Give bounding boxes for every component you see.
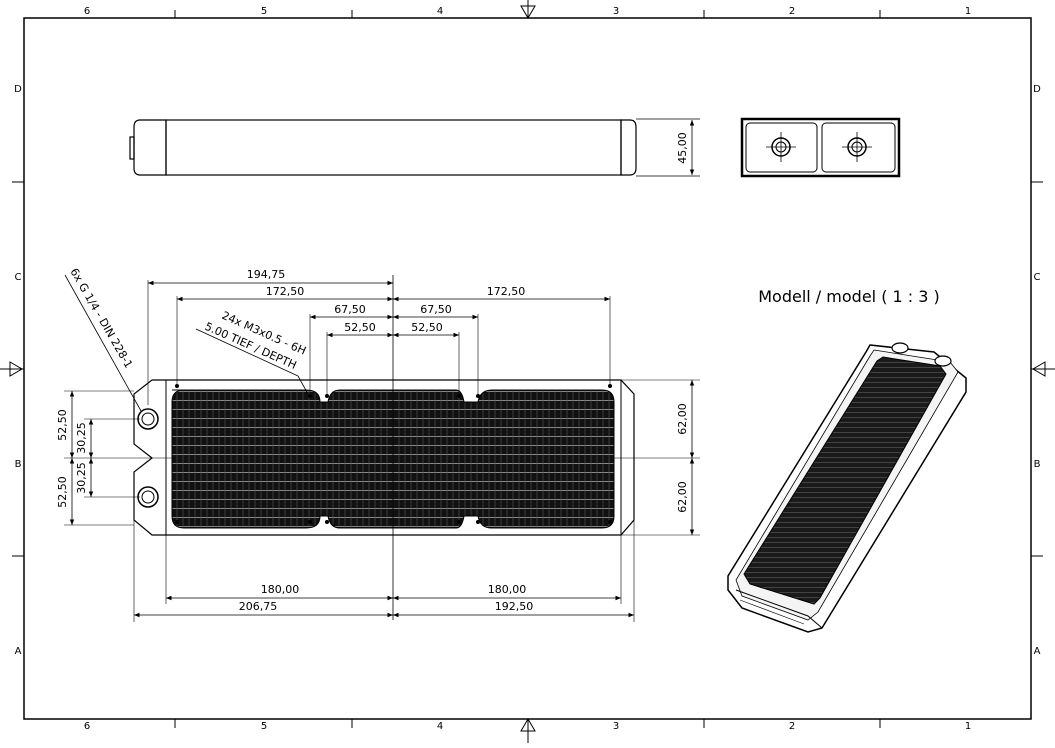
dimension-lines — [69, 280, 695, 618]
dim-height-45: 45,00 — [676, 132, 689, 164]
model-label: Modell / model ( 1 : 3 ) — [758, 287, 940, 306]
dim-172-50-left: 172,50 — [266, 285, 305, 298]
row-label-b: B — [15, 459, 22, 470]
column-label-4: 4 — [437, 6, 443, 17]
dim-52-50-left: 52,50 — [344, 321, 376, 334]
leader-lines — [64, 274, 309, 412]
note-port-thread: 6x G 1/4 - DIN 228-1 — [67, 266, 135, 370]
column-label-5: 5 — [261, 6, 267, 17]
front-view — [64, 275, 700, 622]
dim-52-50-lower: 52,50 — [56, 476, 69, 508]
column-label-2: 2 — [789, 6, 795, 17]
row-label-a: A — [15, 646, 22, 657]
dim-180-right: 180,00 — [488, 583, 527, 596]
dim-180-left: 180,00 — [261, 583, 300, 596]
row-label-b-right: B — [1034, 459, 1041, 470]
column-label-2-bottom: 2 — [789, 721, 795, 732]
dim-30-25-upper: 30,25 — [75, 422, 88, 454]
dim-52-50-upper: 52,50 — [56, 409, 69, 441]
dim-172-50-right: 172,50 — [487, 285, 526, 298]
dim-52-50-right: 52,50 — [411, 321, 443, 334]
column-label-6: 6 — [84, 6, 90, 17]
top-view — [129, 118, 700, 177]
column-label-1: 1 — [965, 6, 971, 17]
isometric-model — [727, 342, 967, 633]
row-label-c: C — [15, 272, 22, 283]
row-label-a-right: A — [1034, 646, 1041, 657]
dim-62-top: 62,00 — [676, 403, 689, 435]
row-label-d: D — [14, 84, 22, 95]
dim-62-bottom: 62,00 — [676, 481, 689, 513]
dim-192-50: 192,50 — [495, 600, 534, 613]
column-label-6-bottom: 6 — [84, 721, 90, 732]
column-label-4-bottom: 4 — [437, 721, 443, 732]
column-label-3: 3 — [613, 6, 619, 17]
zone-ticks — [12, 10, 1043, 728]
dim-67-50-right: 67,50 — [420, 303, 452, 316]
side-view — [740, 117, 901, 178]
dim-67-50-left: 67,50 — [334, 303, 366, 316]
dim-30-25-lower: 30,25 — [75, 462, 88, 494]
dim-194-75: 194,75 — [247, 268, 286, 281]
column-label-3-bottom: 3 — [613, 721, 619, 732]
row-label-d-right: D — [1033, 84, 1041, 95]
column-label-5-bottom: 5 — [261, 721, 267, 732]
row-label-c-right: C — [1034, 272, 1041, 283]
dim-206-75: 206,75 — [239, 600, 278, 613]
column-label-1-bottom: 1 — [965, 721, 971, 732]
